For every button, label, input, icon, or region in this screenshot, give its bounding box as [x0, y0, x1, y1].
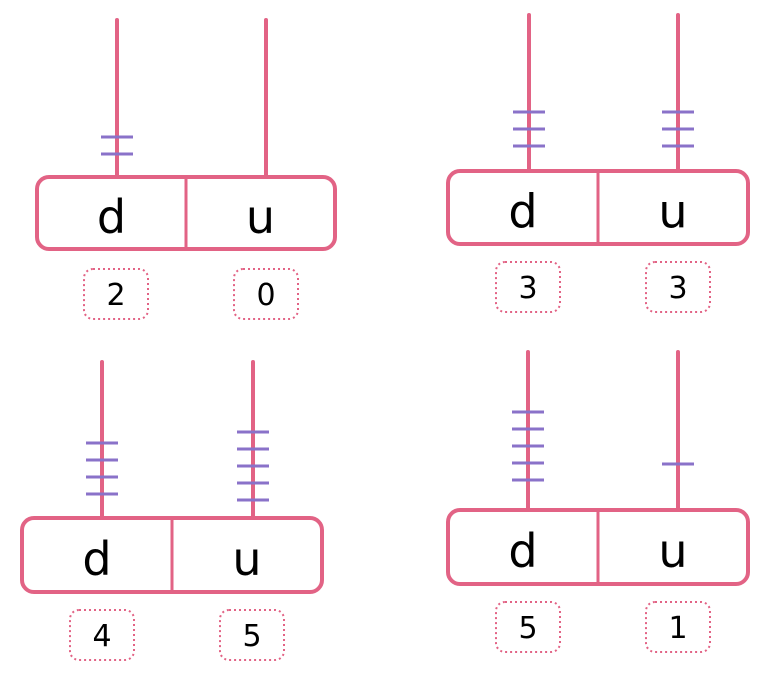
tens-value-box [69, 609, 135, 661]
abacus-a: d u 2 0 [35, 18, 337, 320]
units-value-box [645, 601, 711, 653]
units-value-box [233, 268, 299, 320]
units-label: u [232, 532, 261, 586]
tens-value-box [495, 601, 561, 653]
tens-value: 4 [92, 619, 111, 654]
tens-value-box [83, 268, 149, 320]
units-label: u [658, 524, 687, 578]
units-value: 5 [242, 619, 261, 654]
units-value: 3 [668, 271, 687, 306]
tens-value: 5 [518, 611, 537, 646]
abacus-d: d u 5 1 [446, 350, 750, 653]
abacus-b: d u 3 3 [446, 13, 750, 313]
tens-value: 2 [106, 278, 125, 313]
units-value: 0 [256, 278, 275, 313]
tens-value-box [495, 261, 561, 313]
units-label: u [246, 190, 275, 244]
units-label: u [658, 185, 687, 239]
tens-label: d [82, 532, 111, 586]
units-value: 1 [668, 611, 687, 646]
units-value-box [645, 261, 711, 313]
tens-value: 3 [518, 271, 537, 306]
tens-label: d [508, 524, 537, 578]
units-value-box [219, 609, 285, 661]
tens-label: d [508, 185, 537, 239]
abacus-c: d u 4 5 [20, 360, 324, 661]
tens-label: d [97, 190, 126, 244]
